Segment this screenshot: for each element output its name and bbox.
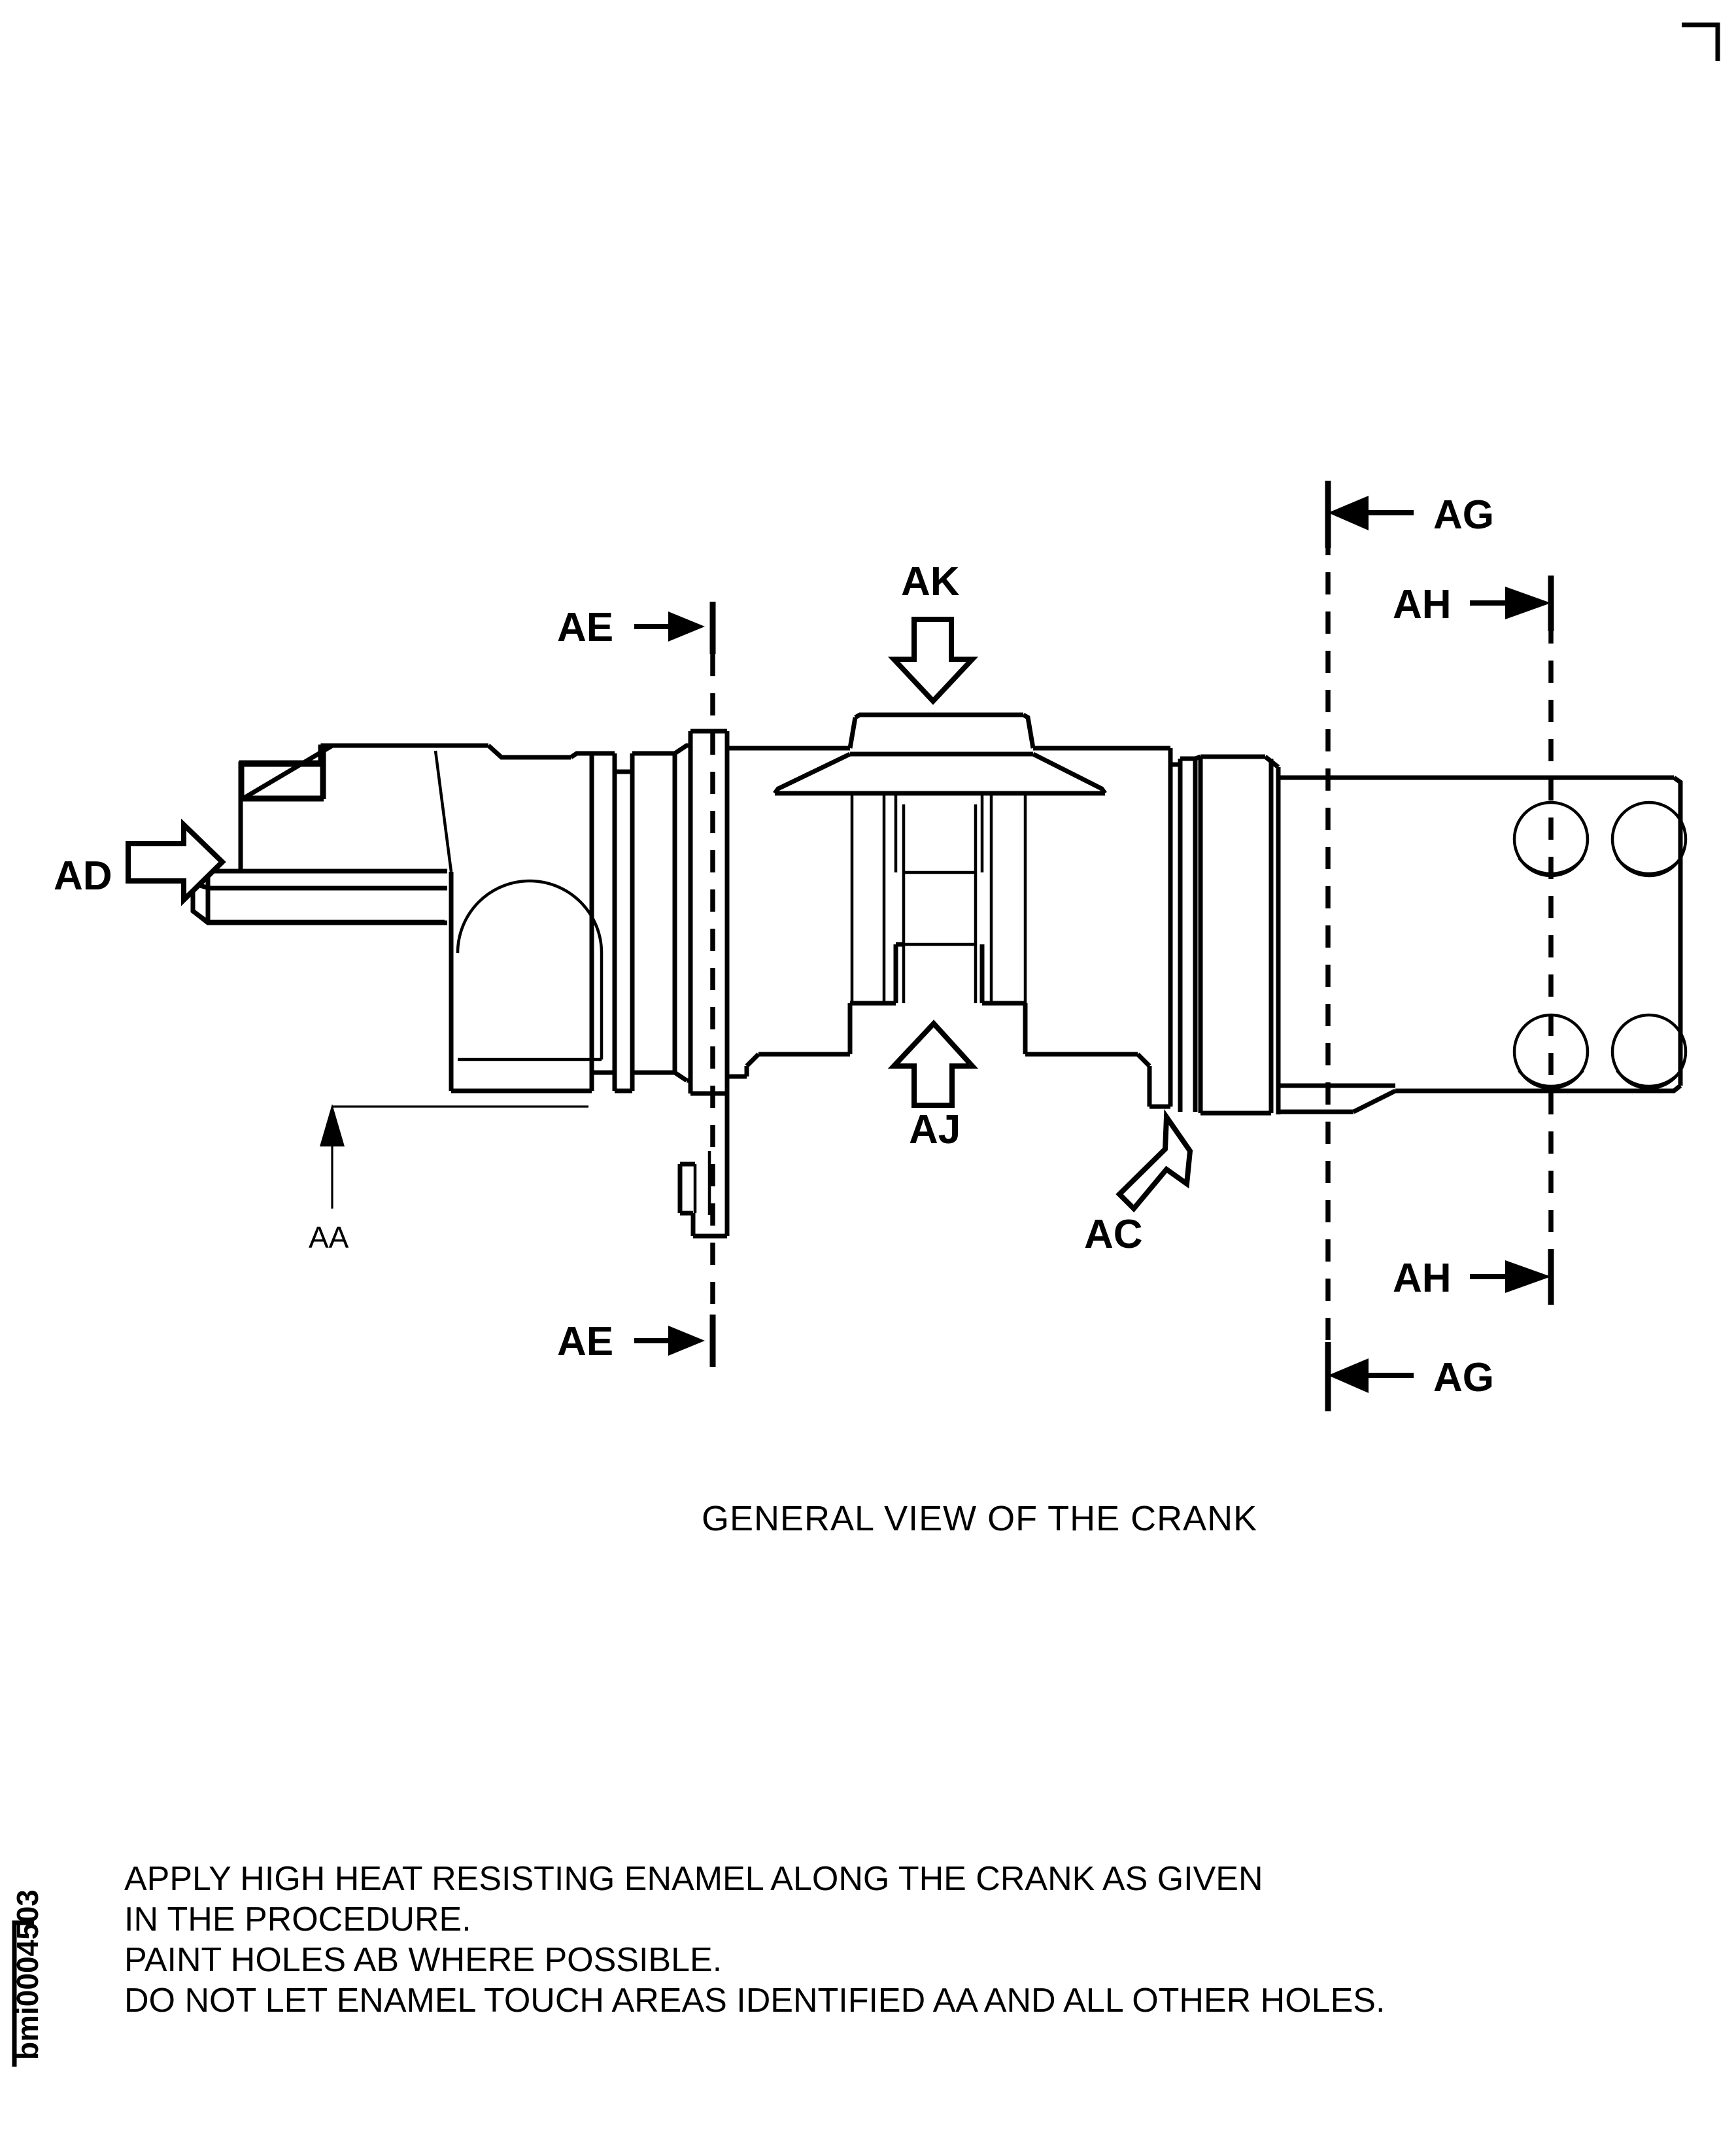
ah-top-arrowhead-icon (1505, 587, 1551, 619)
callout-AH-top-label: AH (1393, 582, 1452, 627)
callout-AC: AC (1084, 1109, 1193, 1257)
ak-flange-left-slope (847, 717, 858, 749)
hole-group (1512, 800, 1688, 1090)
note-line-4: DO NOT LET ENAMEL TOUCH AREAS IDENTIFIED… (124, 1982, 1385, 2020)
midbody-bottom-bevel (745, 1052, 760, 1068)
callout-AE-bottom: AE (557, 1315, 716, 1367)
bottom-left-corner-mark (12, 1920, 34, 2067)
ak-flange-right-slope (1022, 712, 1036, 749)
callout-AD-label: AD (54, 853, 112, 899)
crank-left-boss (239, 744, 339, 804)
ae-top-arrowhead-icon (668, 611, 705, 642)
hole-upper-left (1512, 800, 1590, 878)
ae-bottom-arrowhead-icon (668, 1326, 705, 1356)
callout-AD: AD (54, 818, 226, 906)
callout-AG-top: AG (1325, 481, 1494, 548)
body-top-notch (570, 751, 592, 759)
aa-arrowhead-icon (320, 1104, 345, 1146)
crank-left-lug (190, 870, 445, 925)
crank-left-profile-top (239, 743, 326, 797)
hole-upper-right (1610, 800, 1688, 878)
hollow-up-arrow-icon (887, 1020, 979, 1108)
crank-outline (190, 712, 1683, 1239)
callout-AE-top-label: AE (557, 605, 613, 650)
boss-slant-face (434, 750, 453, 872)
arm-bottom-right (1395, 1084, 1682, 1093)
callout-AH-bottom: AH (1393, 1249, 1554, 1305)
crank-master-outline (190, 712, 1683, 1239)
boss-arch (456, 879, 604, 954)
callout-AH-top: AH (1393, 576, 1554, 631)
skirt-right-edge (1032, 751, 1107, 795)
drawing-id-code: bmi0004503 (10, 1889, 44, 2060)
note-line-2: IN THE PROCEDURE. (124, 1901, 471, 1938)
left-foot (190, 869, 447, 925)
callout-AA-label: AA (309, 1220, 349, 1254)
body-flange-bevel (673, 743, 690, 755)
ak-flange-left-round (854, 712, 862, 720)
hole-lower-left (1512, 1013, 1590, 1090)
callout-AG-bottom-label: AG (1433, 1355, 1494, 1400)
hollow-down-arrow-icon (887, 617, 979, 705)
ah-bottom-arrowhead-icon (1505, 1260, 1551, 1293)
callout-AJ-label: AJ (909, 1107, 961, 1152)
note-line-1: APPLY HIGH HEAT RESISTING ENAMEL ALONG T… (124, 1860, 1263, 1898)
callout-AC-label: AC (1084, 1212, 1143, 1257)
centerline-group (710, 494, 1554, 1377)
callout-AK: AK (887, 559, 979, 705)
skirt-left-edge (773, 751, 851, 795)
hollow-right-arrow-icon (126, 818, 226, 906)
arm-bottom-chamfer (1352, 1088, 1397, 1114)
callout-AE-bottom-label: AE (557, 1319, 613, 1364)
notes-block: APPLY HIGH HEAT RESISTING ENAMEL ALONG T… (124, 1860, 1385, 2020)
drawing-id-text: bmi0004503 (10, 1889, 44, 2060)
left-block-bevel (486, 744, 503, 760)
callout-AE-top: AE (557, 602, 716, 654)
collar-b-bevel (673, 1071, 688, 1082)
hollow-diagonal-arrow-icon (1115, 1109, 1193, 1213)
callout-AA: AA (309, 1104, 588, 1254)
callout-AG-top-label: AG (1433, 492, 1494, 538)
top-right-corner-mark (1682, 22, 1720, 61)
ag-top-arrowhead-icon (1328, 496, 1369, 530)
ag-bottom-arrowhead-icon (1328, 1358, 1369, 1393)
note-line-3: PAINT HOLES AB WHERE POSSIBLE. (124, 1941, 722, 1979)
callout-AH-bottom-label: AH (1393, 1256, 1452, 1301)
callout-AK-label: AK (901, 559, 960, 604)
drawing-caption: GENERAL VIEW OF THE CRANK (702, 1499, 1257, 1538)
callout-AJ: AJ (887, 1020, 979, 1152)
arm-right-end (1672, 776, 1683, 1086)
callout-AG-bottom: AG (1325, 1342, 1494, 1411)
midbody-bottom-bevel2 (1136, 1052, 1151, 1068)
hole-lower-right (1610, 1013, 1688, 1090)
